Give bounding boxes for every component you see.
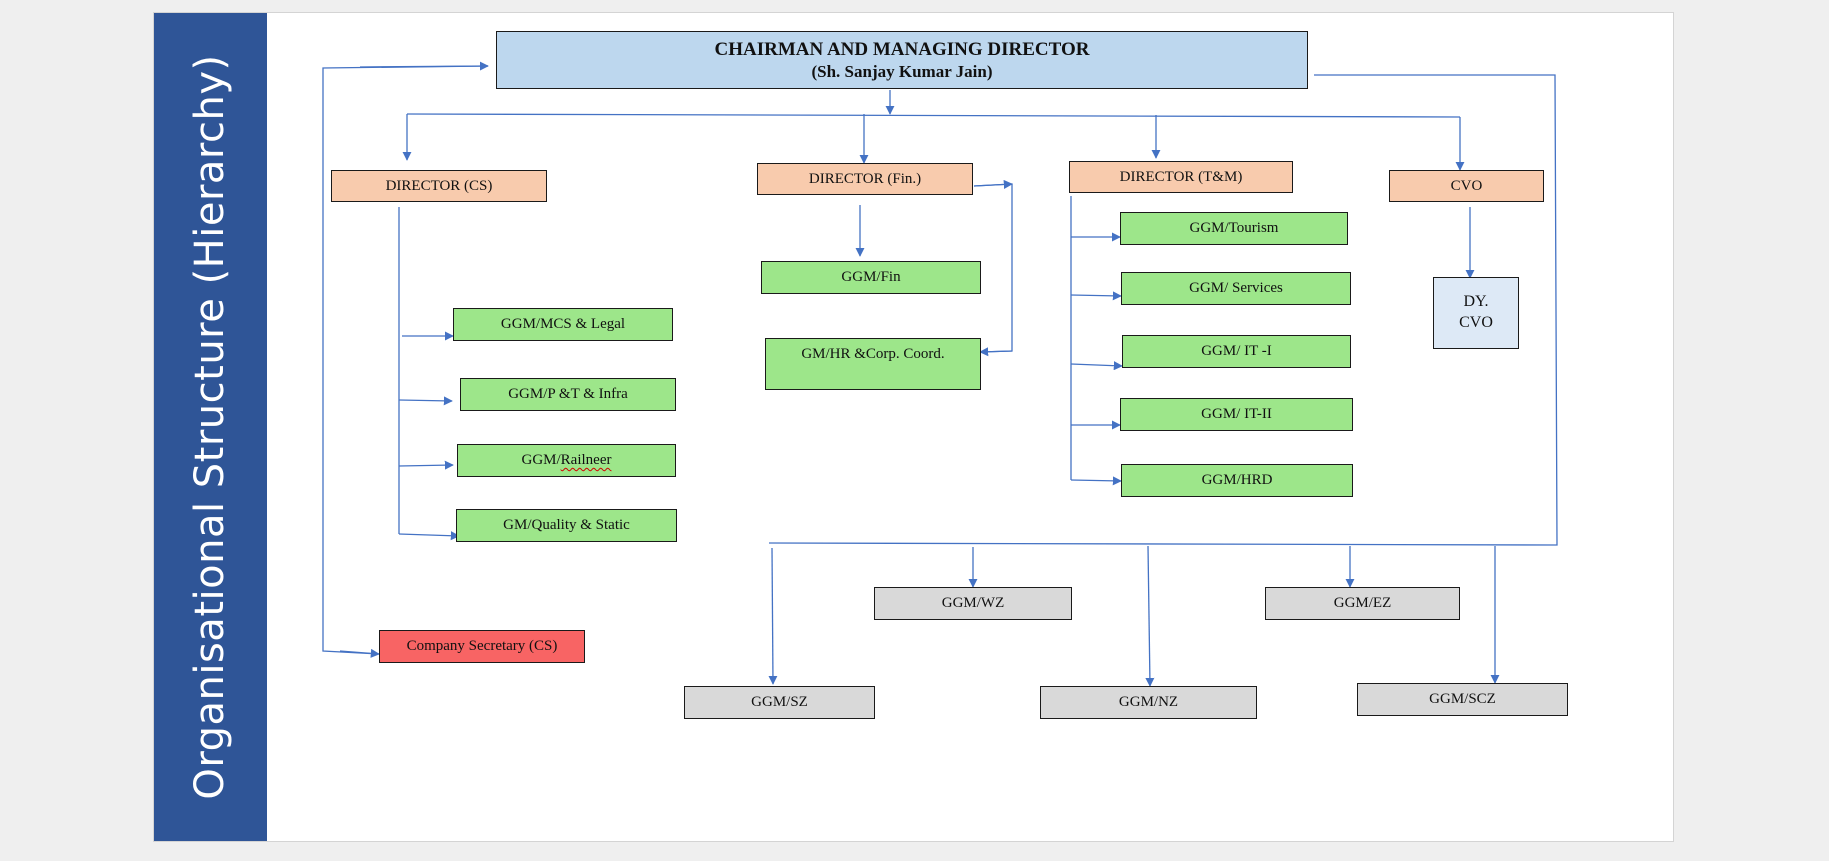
dy-cvo-line1: DY. (1463, 293, 1489, 311)
director-cs-box: DIRECTOR (CS) (331, 170, 547, 202)
company-secretary-label: Company Secretary (CS) (406, 638, 558, 655)
dy-cvo-line2: CVO (1459, 314, 1493, 331)
ggm-railneer-label: GGM/Railneer (522, 451, 612, 470)
ggm-nz-box: GGM/NZ (1040, 686, 1257, 719)
slide-canvas (153, 12, 1674, 842)
ggm-tourism-box: GGM/Tourism (1120, 212, 1348, 245)
gm-hr-label: GM/HR &Corp. Coord. (801, 346, 945, 362)
cvo-label: CVO (1450, 177, 1483, 194)
company-secretary-box: Company Secretary (CS) (379, 630, 585, 663)
ggm-sz-label: GGM/SZ (751, 694, 808, 711)
title-band (154, 13, 267, 841)
ggm-it1-box: GGM/ IT -I (1122, 335, 1351, 368)
ggm-pt-infra-box: GGM/P &T & Infra (460, 378, 676, 411)
ggm-scz-box: GGM/SCZ (1357, 683, 1568, 716)
ggm-mcs-legal-box: GGM/MCS & Legal (453, 308, 673, 341)
ggm-services-box: GGM/ Services (1121, 272, 1351, 305)
ggm-it2-box: GGM/ IT-II (1120, 398, 1353, 431)
ggm-hrd-box: GGM/HRD (1121, 464, 1353, 497)
ggm-services-label: GGM/ Services (1189, 280, 1283, 297)
ggm-pt-infra-label: GGM/P &T & Infra (508, 386, 628, 403)
director-tm-label: DIRECTOR (T&M) (1119, 168, 1243, 185)
cmd-title: CHAIRMAN AND MANAGING DIRECTOR (714, 38, 1090, 60)
ggm-ez-box: GGM/EZ (1265, 587, 1460, 620)
ggm-railneer-box: GGM/Railneer (457, 444, 676, 477)
ggm-sz-box: GGM/SZ (684, 686, 875, 719)
ggm-wz-label: GGM/WZ (941, 595, 1005, 612)
ggm-railneer-prefix: GGM/ (521, 452, 561, 469)
cmd-name: (Sh. Sanjay Kumar Jain) (811, 62, 993, 82)
ggm-railneer-word: Railneer (560, 452, 612, 469)
ggm-fin-box: GGM/Fin (761, 261, 981, 294)
director-cs-label: DIRECTOR (CS) (385, 177, 493, 194)
dy-cvo-box: DY. CVO (1433, 277, 1519, 349)
ggm-scz-label: GGM/SCZ (1429, 691, 1496, 708)
director-fin-box: DIRECTOR (Fin.) (757, 163, 973, 195)
ggm-it2-label: GGM/ IT-II (1201, 406, 1272, 423)
ggm-it1-label: GGM/ IT -I (1201, 343, 1272, 360)
gm-quality-box: GM/Quality & Static (456, 509, 677, 542)
slide-title: Organisational Structure (Hierarchy) (187, 54, 233, 800)
ggm-hrd-label: GGM/HRD (1201, 472, 1273, 489)
ggm-nz-label: GGM/NZ (1118, 694, 1179, 711)
ggm-tourism-label: GGM/Tourism (1189, 220, 1279, 237)
ggm-fin-label: GGM/Fin (841, 269, 901, 286)
ggm-mcs-legal-label: GGM/MCS & Legal (500, 316, 626, 333)
gm-quality-label: GM/Quality & Static (503, 517, 630, 534)
ggm-wz-box: GGM/WZ (874, 587, 1072, 620)
gm-hr-box: GM/HR &Corp. Coord. (765, 338, 981, 390)
director-fin-label: DIRECTOR (Fin.) (808, 170, 922, 187)
cmd-box: CHAIRMAN AND MANAGING DIRECTOR (Sh. Sanj… (496, 31, 1308, 89)
director-tm-box: DIRECTOR (T&M) (1069, 161, 1293, 193)
cvo-box: CVO (1389, 170, 1544, 202)
ggm-ez-label: GGM/EZ (1333, 595, 1392, 612)
